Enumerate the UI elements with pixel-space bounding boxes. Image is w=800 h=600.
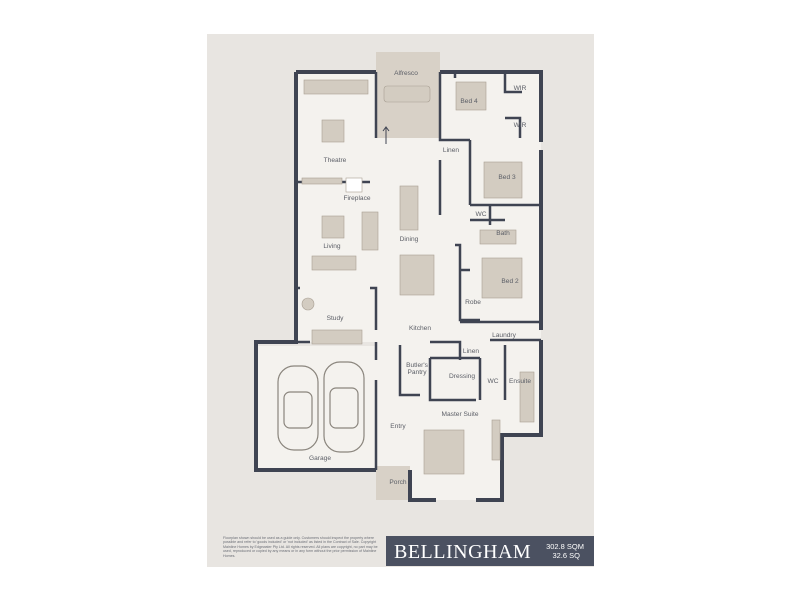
label-alfresco: Alfresco [394,70,418,77]
label-bath: Bath [496,230,510,237]
label-kitchen: Kitchen [409,325,431,332]
label-wir1: WIR [514,85,527,92]
title-bar: BELLINGHAM 302.8 SQM 32.6 SQ [386,536,594,566]
external-walls [254,70,543,502]
label-butlers-1: Butler's [406,362,428,369]
plan-title: BELLINGHAM [394,541,532,563]
label-robe: Robe [465,299,481,306]
area-sq: 32.6 SQ [552,551,580,560]
label-laundry: Laundry [492,332,517,339]
label-fireplace: Fireplace [343,195,370,202]
label-wc1: WC [476,211,487,218]
label-linen1: Linen [443,147,459,154]
label-living: Living [323,243,341,250]
label-butlers-2: Pantry [407,369,427,376]
garage-floor [258,348,374,466]
label-bed3: Bed 3 [498,174,516,181]
label-porch: Porch [389,479,407,486]
area-sqm: 302.8 SQM [546,542,584,551]
label-study: Study [327,315,345,322]
label-garage: Garage [309,455,331,462]
label-bed2: Bed 2 [501,278,519,285]
furniture [301,79,535,475]
label-dining: Dining [400,236,419,243]
label-theatre: Theatre [324,157,347,164]
label-master-suite: Master Suite [441,411,478,418]
label-bed4: Bed 4 [460,98,478,105]
label-entry: Entry [390,423,406,430]
label-wc2: WC [488,378,499,385]
label-wir2: WIR [514,122,527,129]
label-dressing: Dressing [449,373,475,380]
porch-area [376,466,410,500]
label-linen2: Linen [463,348,479,355]
room-labels: Alfresco Bed 4 WIR WIR Linen Bed 3 Theat… [309,70,531,486]
entry-arrow [382,126,390,144]
label-ensuite: Ensuite [509,378,531,385]
disclaimer-text: Floorplan shown should be used as a guid… [223,536,378,558]
garage-cars [277,361,365,453]
